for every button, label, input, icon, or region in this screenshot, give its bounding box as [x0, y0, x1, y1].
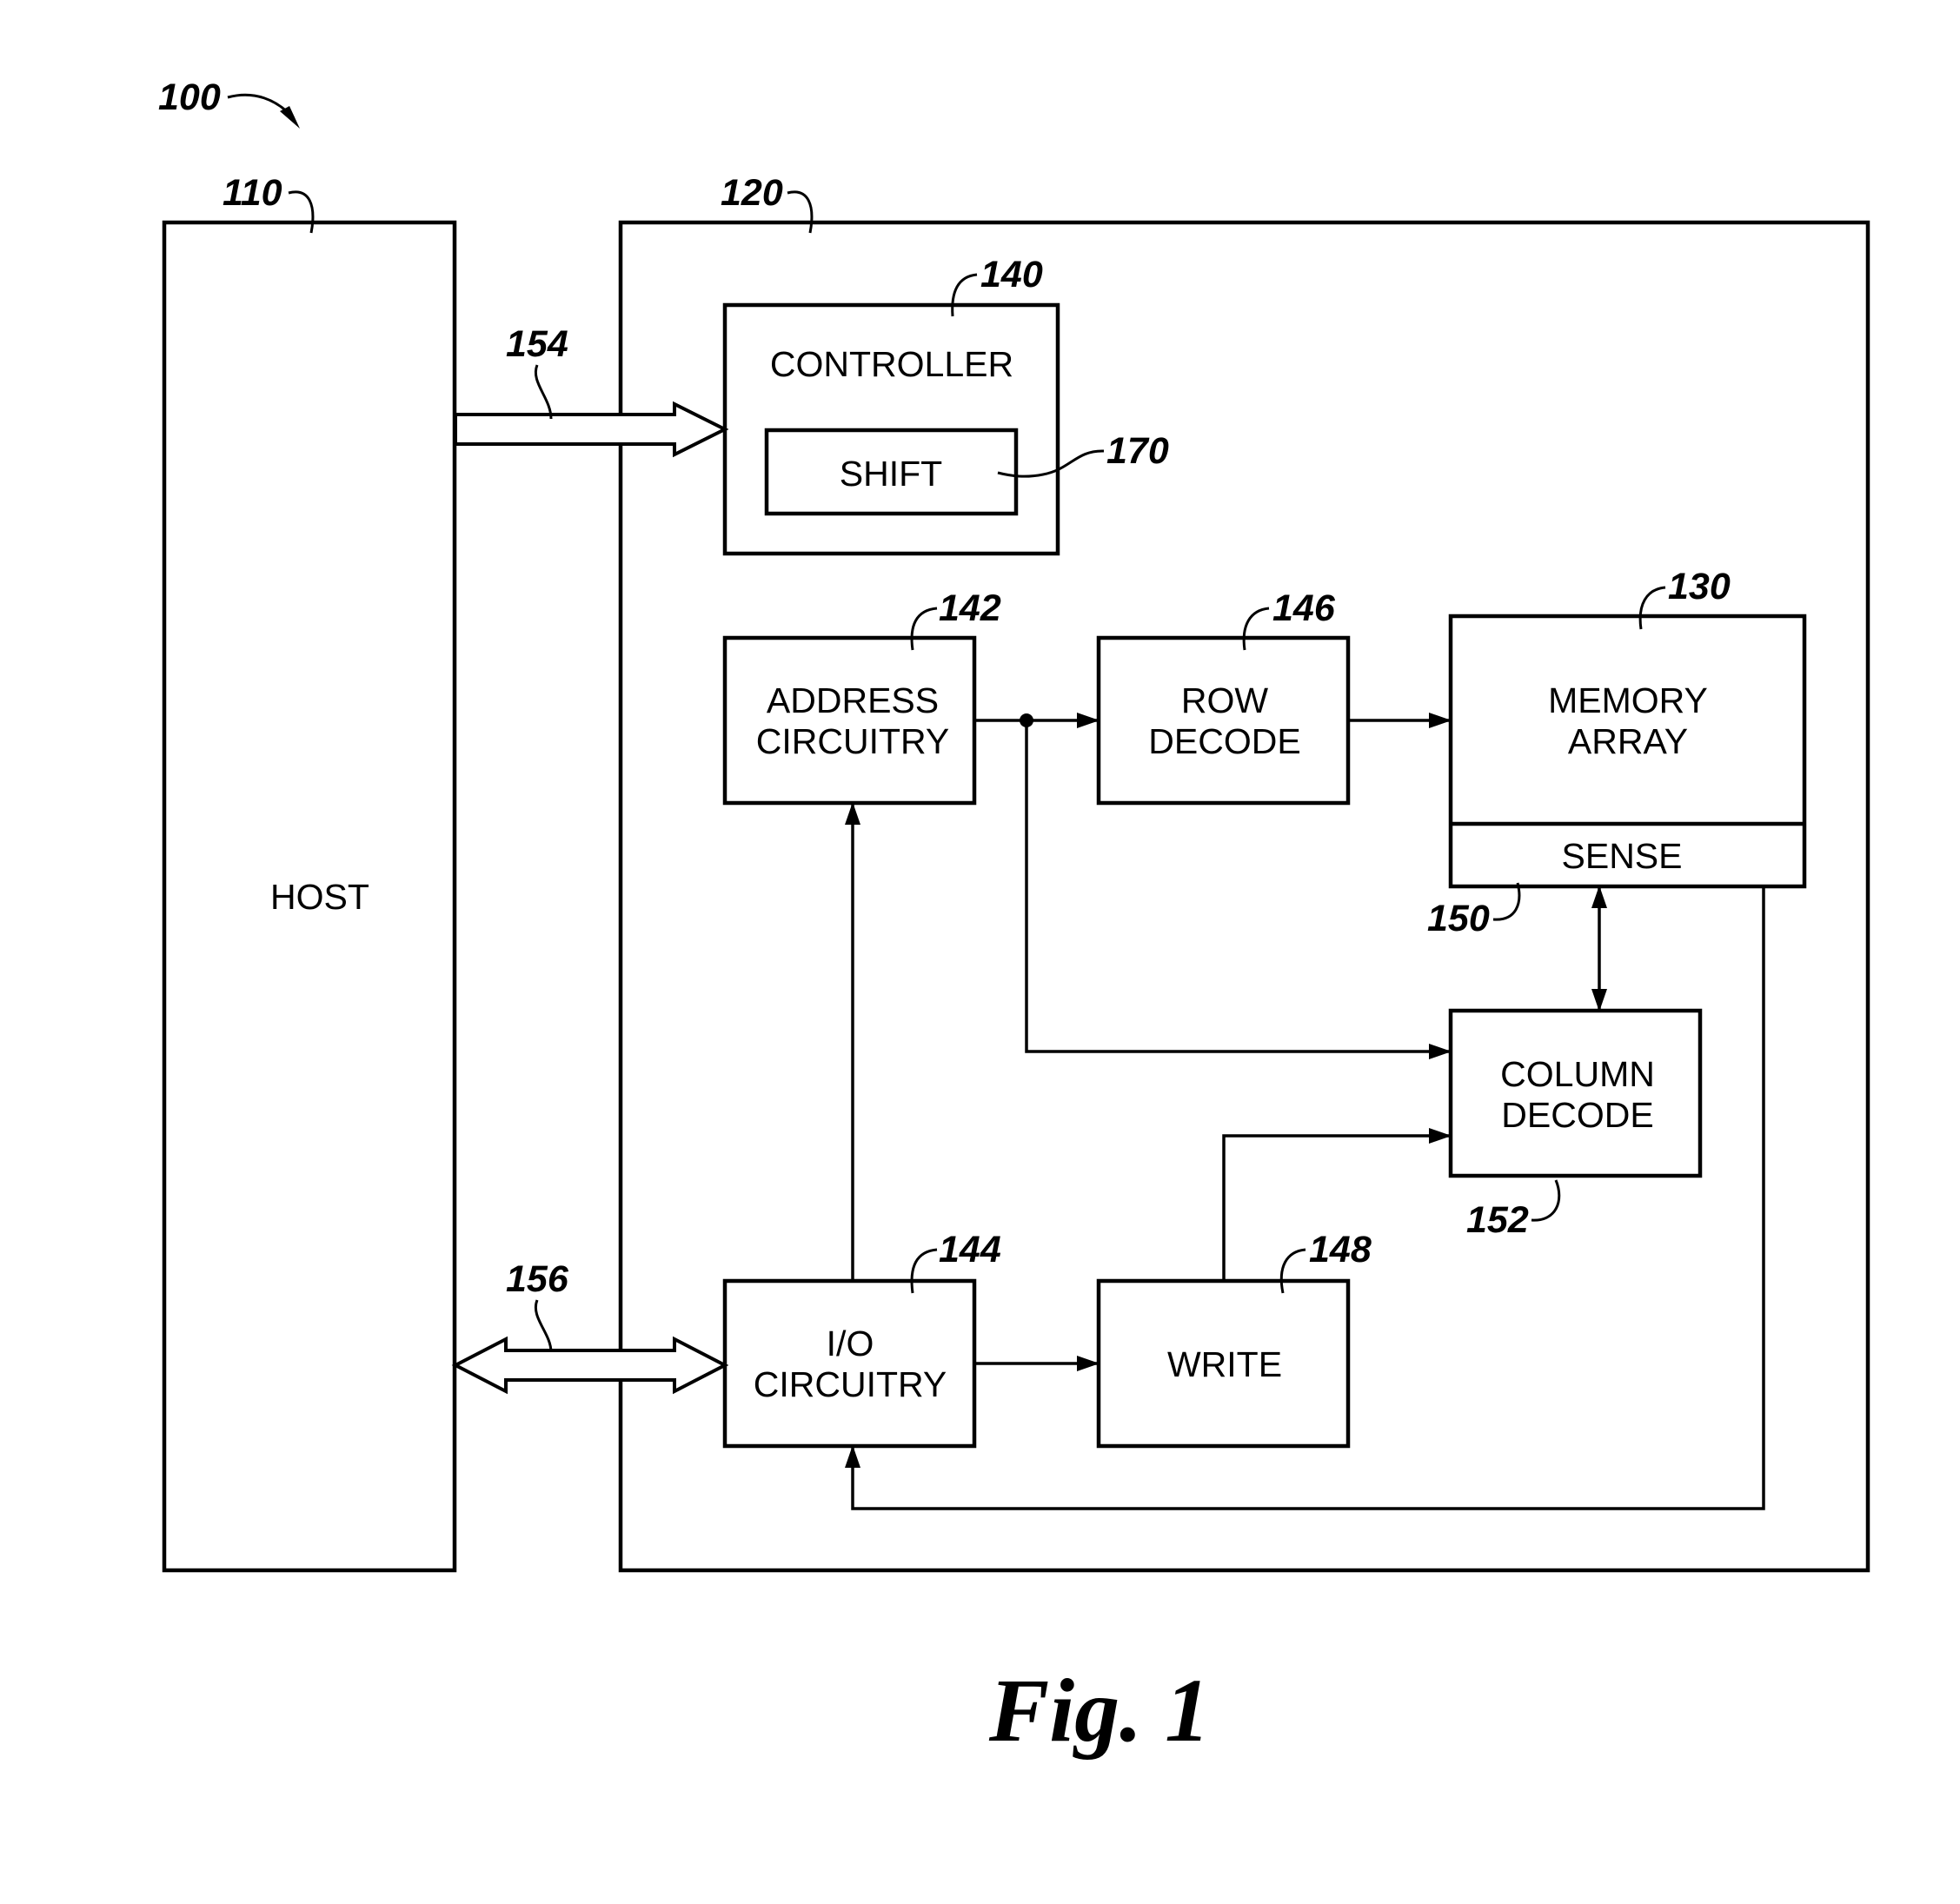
row-decode-block: ROW DECODE 146	[1099, 587, 1348, 803]
data-bus-ref: 156	[506, 1258, 569, 1300]
column-decode-line2: DECODE	[1501, 1095, 1653, 1135]
controller-label: CONTROLLER	[770, 344, 1013, 384]
io-circuitry-ref: 144	[939, 1229, 1001, 1270]
row-decode-line1: ROW	[1181, 680, 1269, 720]
io-circuitry-box	[725, 1281, 974, 1446]
column-decode-line1: COLUMN	[1500, 1054, 1655, 1094]
write-ref: 148	[1309, 1229, 1372, 1270]
sense-label: SENSE	[1562, 836, 1683, 876]
data-bus-ref-leader	[535, 1300, 551, 1352]
data-bus: 156	[455, 1258, 725, 1391]
address-circuitry-block: ADDRESS CIRCUITRY 142	[725, 587, 1001, 803]
memory-array-line1: MEMORY	[1548, 680, 1708, 720]
control-bus: 154	[455, 323, 725, 454]
address-circuitry-ref: 142	[939, 587, 1001, 629]
host-block: HOST 110	[164, 172, 455, 1570]
data-bus-arrow	[455, 1339, 725, 1391]
controller-ref-leader	[953, 275, 977, 316]
address-circuitry-box	[725, 638, 974, 803]
write-label: WRITE	[1167, 1344, 1282, 1384]
shift-label: SHIFT	[840, 454, 942, 494]
io-circuitry-block: I/O CIRCUITRY 144	[725, 1229, 1001, 1446]
row-decode-line2: DECODE	[1148, 721, 1300, 761]
column-decode-ref: 152	[1466, 1199, 1529, 1241]
memory-device-ref-leader	[787, 192, 812, 233]
system-ref: 100	[158, 76, 300, 129]
address-to-column-decode-arrow	[1027, 720, 1451, 1052]
memory-device-ref: 120	[721, 172, 783, 214]
io-circuitry-line1: I/O	[827, 1324, 874, 1363]
row-decode-box	[1099, 638, 1348, 803]
address-circuitry-ref-leader	[912, 608, 937, 650]
sense-ref-leader	[1493, 883, 1519, 919]
system-ref-label: 100	[158, 76, 221, 118]
controller-ref: 140	[980, 254, 1043, 295]
memory-array-line2: ARRAY	[1568, 721, 1688, 761]
control-bus-ref: 154	[506, 323, 568, 365]
io-circuitry-line2: CIRCUITRY	[754, 1364, 947, 1404]
column-decode-block: COLUMN DECODE 152	[1451, 1011, 1700, 1241]
sense-ref: 150	[1427, 898, 1490, 939]
memory-array-ref-leader	[1640, 587, 1665, 629]
io-circuitry-ref-leader	[912, 1250, 937, 1293]
memory-array-ref: 130	[1668, 566, 1731, 607]
sense-to-io-arrow	[853, 886, 1764, 1509]
control-bus-ref-leader	[535, 365, 551, 419]
host-ref-leader	[289, 192, 313, 233]
row-decode-ref-leader	[1244, 608, 1269, 650]
host-label: HOST	[270, 877, 369, 917]
address-circuitry-line2: CIRCUITRY	[756, 721, 949, 761]
shift-block: SHIFT 170	[767, 430, 1169, 514]
figure-caption: Fig. 1	[988, 1661, 1210, 1761]
host-ref: 110	[223, 172, 282, 214]
address-circuitry-line1: ADDRESS	[767, 680, 939, 720]
write-ref-leader	[1281, 1250, 1306, 1293]
row-decode-ref: 146	[1272, 587, 1336, 629]
shift-ref: 170	[1106, 430, 1169, 472]
controller-block: CONTROLLER 140	[725, 254, 1058, 554]
control-bus-arrow	[455, 404, 725, 454]
column-decode-ref-leader	[1531, 1180, 1559, 1220]
shift-ref-leader	[998, 451, 1104, 476]
write-block: WRITE 148	[1099, 1229, 1372, 1446]
